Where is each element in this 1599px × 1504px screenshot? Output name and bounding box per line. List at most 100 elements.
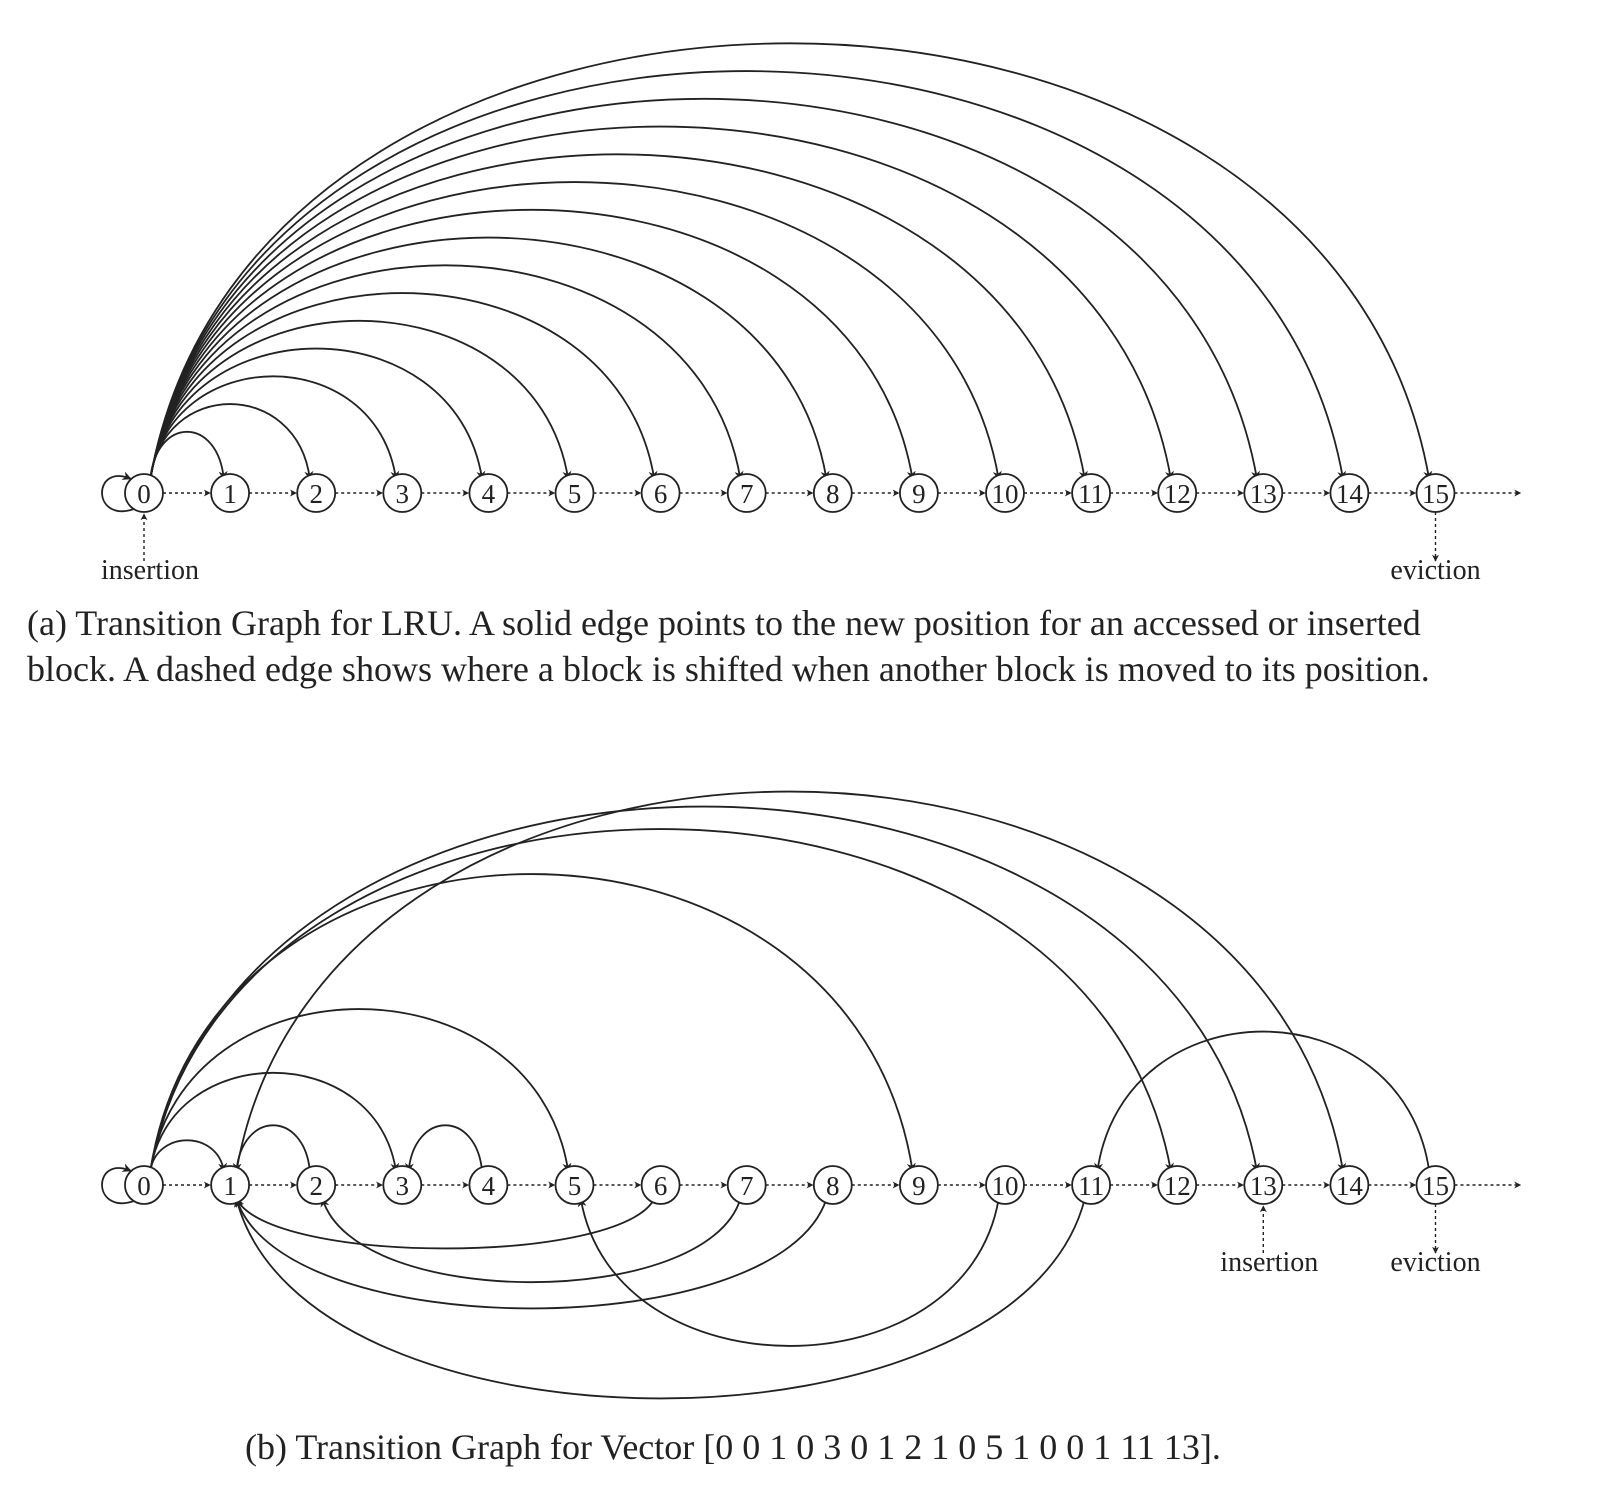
a-insertion-label: insertion <box>101 555 199 586</box>
b-node-15: 15 <box>1415 1165 1456 1205</box>
b-edge-7-to-2 <box>320 1197 742 1283</box>
b-node-label-11: 11 <box>1078 1171 1104 1201</box>
a-edge-0-to-3 <box>149 375 400 481</box>
a-node-circle-2 <box>296 473 337 513</box>
b-node-2: 2 <box>296 1165 337 1205</box>
a-edge-0-to-0 <box>101 471 134 513</box>
b-insertion-label: insertion <box>1220 1247 1318 1278</box>
b-node-label-2: 2 <box>309 1171 323 1201</box>
a-node-circle-1 <box>210 473 251 513</box>
a-edge-0-to-14 <box>149 70 1347 481</box>
a-node-label-4: 4 <box>482 479 496 509</box>
a-node-label-9: 9 <box>912 479 926 509</box>
a-node-circle-5 <box>554 473 595 513</box>
b-node-label-12: 12 <box>1164 1171 1191 1201</box>
b-node-label-9: 9 <box>912 1171 926 1201</box>
b-edge-2-to-1 <box>232 1124 311 1173</box>
a-node-11: 11 <box>1071 473 1111 513</box>
b-node-8: 8 <box>812 1165 853 1205</box>
a-node-label-15: 15 <box>1422 479 1449 509</box>
a-node-circle-14 <box>1329 473 1370 513</box>
b-eviction-label: eviction <box>1390 1247 1480 1278</box>
a-edge-0-to-9 <box>149 208 916 481</box>
b-node-11: 11 <box>1071 1165 1111 1205</box>
a-node-label-3: 3 <box>396 479 410 509</box>
b-node-circle-13 <box>1243 1165 1284 1205</box>
a-edge-0-to-11 <box>149 153 1088 481</box>
b-node-label-0: 0 <box>137 1171 151 1201</box>
b-node-circle-7 <box>726 1165 767 1205</box>
a-node-circle-6 <box>640 473 681 513</box>
a-node-label-6: 6 <box>654 479 668 509</box>
a-node-circle-13 <box>1243 473 1284 513</box>
caption-b: (b) Transition Graph for Vector [0 0 1 0… <box>245 1427 1221 1467</box>
a-node-14: 14 <box>1329 473 1370 513</box>
a-node-3: 3 <box>382 473 423 513</box>
a-node-5: 5 <box>554 473 595 513</box>
a-node-label-10: 10 <box>992 479 1019 509</box>
a-node-circle-7 <box>726 473 767 513</box>
b-edge-0-to-5 <box>149 1008 572 1173</box>
b-node-3: 3 <box>382 1165 423 1205</box>
b-edge-4-to-3 <box>404 1124 484 1173</box>
a-edge-0-to-8 <box>149 236 830 481</box>
b-node-label-13: 13 <box>1250 1171 1277 1201</box>
b-node-circle-1 <box>210 1165 251 1205</box>
b-node-label-10: 10 <box>992 1171 1019 1201</box>
b-edge-0-to-0 <box>101 1163 134 1205</box>
b-node-circle-8 <box>812 1165 853 1205</box>
b-edge-15-to-11 <box>1094 1030 1431 1173</box>
a-node-4: 4 <box>468 473 509 513</box>
a-edge-0-to-15 <box>149 42 1433 481</box>
a-node-circle-11 <box>1071 473 1111 513</box>
b-node-label-5: 5 <box>568 1171 582 1201</box>
b-edge-6-to-1 <box>235 1197 656 1250</box>
a-node-label-7: 7 <box>740 479 754 509</box>
b-node-6: 6 <box>640 1165 681 1205</box>
b-edge-8-to-1 <box>234 1197 828 1310</box>
a-node-label-13: 13 <box>1250 479 1277 509</box>
b-node-label-8: 8 <box>826 1171 840 1201</box>
b-edge-0-to-12 <box>149 828 1174 1173</box>
b-node-label-1: 1 <box>223 1171 237 1201</box>
b-edge-0-to-3 <box>149 1071 400 1173</box>
a-node-15: 15 <box>1415 473 1456 513</box>
b-edge-0-to-1 <box>149 1139 228 1173</box>
a-node-circle-9 <box>899 473 939 513</box>
b-node-label-4: 4 <box>482 1171 496 1201</box>
a-node-8: 8 <box>812 473 853 513</box>
b-node-circle-3 <box>382 1165 423 1205</box>
b-node-7: 7 <box>726 1165 767 1205</box>
a-node-label-0: 0 <box>137 479 151 509</box>
a-node-circle-0 <box>124 473 164 513</box>
b-node-9: 9 <box>899 1165 939 1205</box>
a-node-6: 6 <box>640 473 681 513</box>
a-eviction-label: eviction <box>1390 555 1480 586</box>
b-node-circle-12 <box>1157 1165 1198 1205</box>
b-node-circle-6 <box>640 1165 681 1205</box>
a-edge-0-to-10 <box>149 181 1002 481</box>
a-node-7: 7 <box>726 473 767 513</box>
b-node-label-3: 3 <box>396 1171 410 1201</box>
a-node-13: 13 <box>1243 473 1284 513</box>
a-edge-0-to-6 <box>149 292 658 481</box>
a-node-label-12: 12 <box>1164 479 1191 509</box>
b-node-1: 1 <box>210 1165 251 1205</box>
b-node-circle-14 <box>1329 1165 1370 1205</box>
a-node-circle-12 <box>1157 473 1198 513</box>
b-node-12: 12 <box>1157 1165 1198 1205</box>
a-node-circle-8 <box>812 473 853 513</box>
b-node-10: 10 <box>985 1165 1025 1205</box>
caption-a-line-1: (a) Transition Graph for LRU. A solid ed… <box>27 603 1421 643</box>
a-edge-0-to-13 <box>149 98 1261 481</box>
b-node-circle-4 <box>468 1165 509 1205</box>
a-node-circle-4 <box>468 473 509 513</box>
b-node-circle-2 <box>296 1165 337 1205</box>
b-node-label-7: 7 <box>740 1171 754 1201</box>
a-edge-0-to-2 <box>149 403 314 481</box>
a-node-label-8: 8 <box>826 479 840 509</box>
a-node-label-1: 1 <box>223 479 237 509</box>
caption-a-line-2: block. A dashed edge shows where a block… <box>27 649 1430 689</box>
a-node-12: 12 <box>1157 473 1198 513</box>
b-node-circle-10 <box>985 1165 1025 1205</box>
